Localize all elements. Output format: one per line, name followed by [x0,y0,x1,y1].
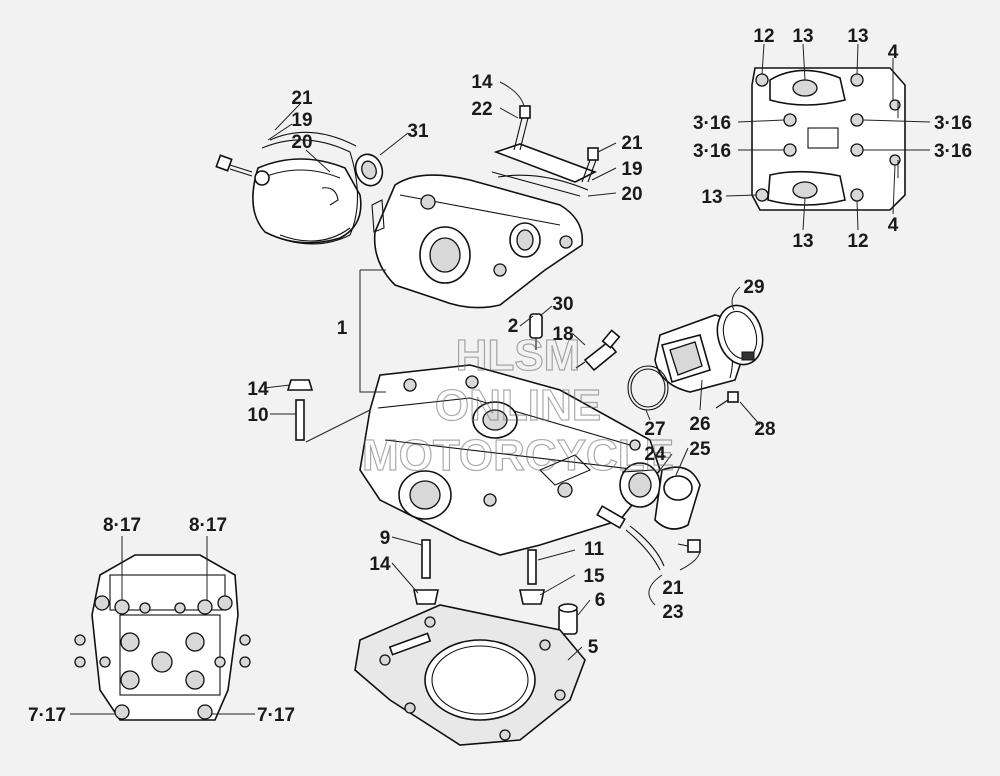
stud-9 [413,539,439,605]
callout-8-17: 8·17 [103,515,141,536]
callout-25: 25 [689,439,711,460]
cylinder-head [359,364,661,556]
temp-sensor [596,505,665,571]
callout-29: 29 [743,277,764,298]
callout-28: 28 [754,419,775,440]
watermark-line2: ONLINE [435,381,601,430]
housing-bolt [677,539,701,553]
dowel-6 [558,603,578,635]
callouts: 21 19 20 31 14 22 21 19 20 1 30 2 18 29 … [28,26,972,726]
cover-gasket-left [261,131,359,245]
cover-bolt-left [215,154,253,177]
top-cover-plate [491,143,598,197]
watermark-line1: HLSM [456,331,581,380]
callout-3-16: 3·16 [934,113,972,134]
callout-13: 13 [847,26,868,47]
callout-26: 26 [689,414,710,435]
callout-6: 6 [595,590,606,611]
callout-4: 4 [888,42,899,63]
thermostat [619,462,661,508]
leader-lines [70,43,931,715]
callout-30: 30 [552,294,573,315]
valve-cover [252,158,362,244]
watermark-line3: MOTORCYCLE [362,431,674,480]
head-underside-view [74,554,251,721]
oil-seal-31 [354,153,384,187]
plug-cap-30 [529,313,543,350]
boot-screw-28 [715,391,739,409]
callout-13: 13 [792,231,813,252]
callout-13: 13 [701,187,722,208]
callout-22: 22 [471,99,492,120]
cam-housing [371,174,584,309]
callout-23: 23 [662,602,683,623]
callout-10: 10 [247,405,268,426]
callout-21: 21 [621,133,643,154]
callout-3-16: 3·16 [693,141,731,162]
callout-12: 12 [847,231,868,252]
callout-24: 24 [644,444,666,465]
callout-9: 9 [380,528,391,549]
top-bolt-21 [581,147,599,183]
callout-14: 14 [471,72,493,93]
callout-15: 15 [583,566,605,587]
callout-21: 21 [662,578,684,599]
callout-19: 19 [621,159,642,180]
stud-10 [286,379,314,441]
callout-7-17: 7·17 [257,705,295,726]
callout-21: 21 [291,88,313,109]
callout-8-17: 8·17 [189,515,227,536]
callout-13: 13 [792,26,813,47]
watermark: HLSM ONLINE MOTORCYCLE [361,330,674,480]
callout-5: 5 [588,637,599,658]
spark-plug [575,329,621,372]
thermostat-housing [654,466,701,530]
top-bolt-22 [513,105,531,151]
o-ring-27 [627,365,669,411]
callout-4: 4 [888,215,899,236]
callout-12: 12 [753,26,774,47]
callout-11: 11 [584,539,605,560]
callout-27: 27 [644,419,665,440]
stud-11 [519,549,545,605]
callout-2: 2 [508,316,519,337]
head-top-view [751,67,906,211]
callout-1: 1 [337,318,348,339]
callout-18: 18 [552,324,573,345]
callout-20: 20 [291,132,312,153]
callout-14: 14 [369,554,391,575]
callout-3-16: 3·16 [693,113,731,134]
head-gasket [354,604,586,746]
callout-19: 19 [291,110,312,131]
callout-14: 14 [247,379,269,400]
callout-31: 31 [407,121,429,142]
callout-3-16: 3·16 [934,141,972,162]
intake-clamp [716,304,764,366]
callout-7-17: 7·17 [28,705,66,726]
callout-20: 20 [621,184,642,205]
